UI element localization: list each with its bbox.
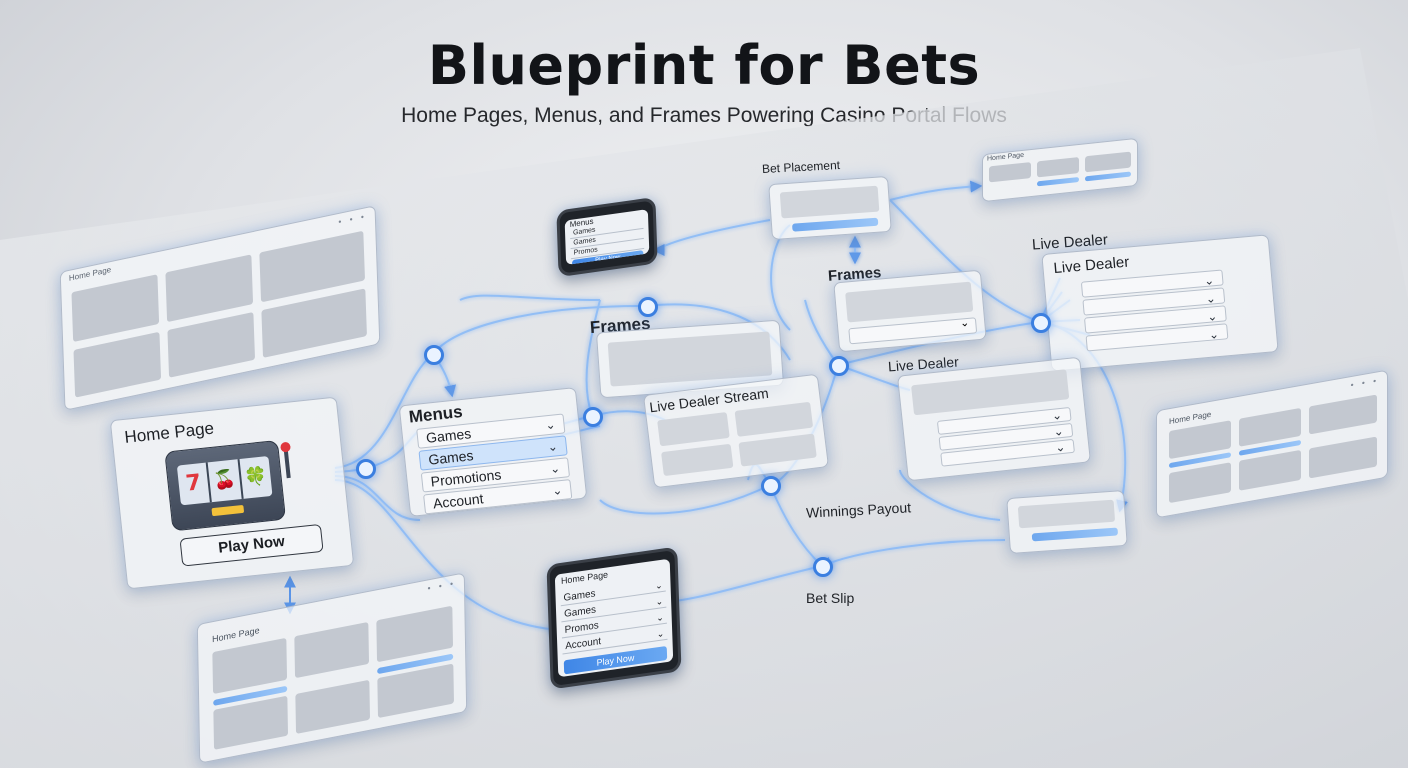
flow-node-stream <box>761 476 781 496</box>
live-dealer-top-inner-label: Live Dealer <box>1052 253 1130 278</box>
menus-card[interactable]: Menus Games ⌄ Games ⌄ Promotions ⌄ Accou… <box>398 387 588 517</box>
mobile-home-phone-bottom[interactable]: Home Page Games⌄ Games⌄ Promos⌄ Account⌄… <box>546 546 682 690</box>
bet-slip-label: Bet Slip <box>806 590 855 606</box>
slot-reel-2: 🍒 <box>207 459 244 503</box>
window-controls-icon-3: • • • <box>1349 376 1379 391</box>
home-page-wireframe-bottomleft-label: Home Page <box>212 625 260 645</box>
flow-node-hub <box>829 356 849 376</box>
slot-reel-1: 7 <box>176 462 213 506</box>
chevron-down-icon: ⌄ <box>656 612 664 624</box>
home-page-wireframe-topleft-label: Home Page <box>68 264 112 283</box>
mobile-menu-phone-top[interactable]: Menus Games Games Promos Play Now <box>556 196 658 278</box>
live-dealer-top-card[interactable]: Live Dealer ⌄ ⌄ ⌄ ⌄ <box>1041 234 1279 372</box>
chevron-down-icon: ⌄ <box>1208 327 1220 342</box>
home-page-label: Home Page <box>123 418 215 447</box>
window-controls-icon: • • • <box>337 211 367 228</box>
chevron-down-icon: ⌄ <box>1054 439 1067 455</box>
flow-node-phone <box>638 297 658 317</box>
chevron-down-icon: ⌄ <box>959 315 970 330</box>
phone-bottom-title: Home Page <box>560 569 609 587</box>
bet-placement-card[interactable] <box>768 175 892 241</box>
flow-node-live-dealer <box>1031 313 1051 333</box>
flow-node-home <box>356 459 376 479</box>
home-page-card[interactable]: Home Page 7 🍒 🍀 Play Now <box>109 396 355 590</box>
play-now-button[interactable]: Play Now <box>179 523 324 567</box>
top-right-wireframe-label: Home Page <box>987 151 1024 163</box>
chevron-down-icon: ⌄ <box>654 579 663 591</box>
page-title: Blueprint for Bets <box>427 34 981 97</box>
live-dealer-mid-card[interactable]: ⌄ ⌄ ⌄ <box>896 356 1092 482</box>
window-controls-icon-2: • • • <box>426 578 457 594</box>
chevron-down-icon: ⌄ <box>544 417 557 433</box>
chevron-down-icon: ⌄ <box>655 595 664 608</box>
frames-right-card[interactable]: ⌄ <box>833 269 987 353</box>
payout-card[interactable] <box>1006 489 1128 555</box>
chevron-down-icon: ⌄ <box>549 461 561 477</box>
flow-node-bet-slip <box>813 557 833 577</box>
chevron-down-icon: ⌄ <box>656 628 665 640</box>
chevron-down-icon: ⌄ <box>547 439 559 455</box>
flow-node-menus-top <box>424 345 444 365</box>
flow-node-frames <box>583 407 603 427</box>
chevron-down-icon: ⌄ <box>551 482 564 498</box>
slot-reel-3: 🍀 <box>243 465 269 489</box>
slot-machine-icon: 7 🍒 🍀 <box>164 439 291 532</box>
